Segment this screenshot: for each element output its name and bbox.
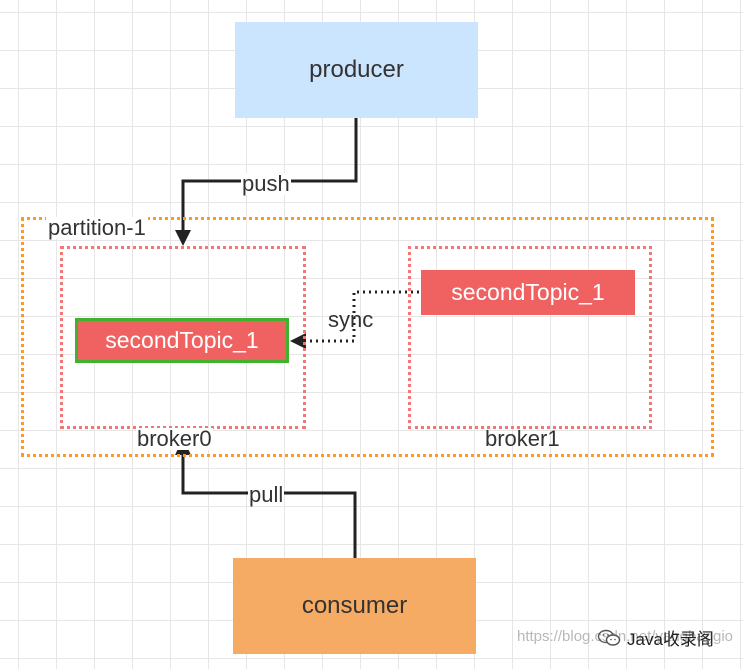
partition-group bbox=[21, 217, 714, 457]
push-arrowhead bbox=[175, 230, 191, 246]
sync-connector bbox=[306, 290, 419, 343]
consumer-label: consumer bbox=[301, 592, 408, 619]
producer-node: producer bbox=[235, 22, 478, 118]
partition-label: partition-1 bbox=[46, 215, 148, 240]
follower-topic-label: secondTopic_1 bbox=[451, 279, 605, 305]
wechat-watermark: Java收录阁 bbox=[597, 625, 714, 650]
leader-topic-replica: secondTopic_1 bbox=[75, 318, 289, 363]
broker1-label: broker1 bbox=[485, 426, 560, 451]
sync-label: sync bbox=[328, 307, 374, 332]
push-label: push bbox=[241, 171, 291, 196]
wechat-account-name: Java收录阁 bbox=[627, 630, 714, 649]
watermark-url: https://blog.csdn.net/yangbaggio bbox=[517, 628, 733, 645]
consumer-node: consumer bbox=[233, 558, 476, 654]
producer-label: producer bbox=[309, 56, 404, 83]
broker0-container bbox=[60, 246, 306, 429]
wechat-icon bbox=[597, 629, 621, 646]
follower-topic-replica: secondTopic_1 bbox=[421, 270, 635, 315]
broker0-label: broker0 bbox=[136, 426, 213, 451]
pull-label: pull bbox=[248, 482, 285, 507]
sync-arrowhead bbox=[290, 333, 306, 349]
broker1-container bbox=[408, 246, 652, 429]
leader-topic-label: secondTopic_1 bbox=[105, 327, 259, 353]
